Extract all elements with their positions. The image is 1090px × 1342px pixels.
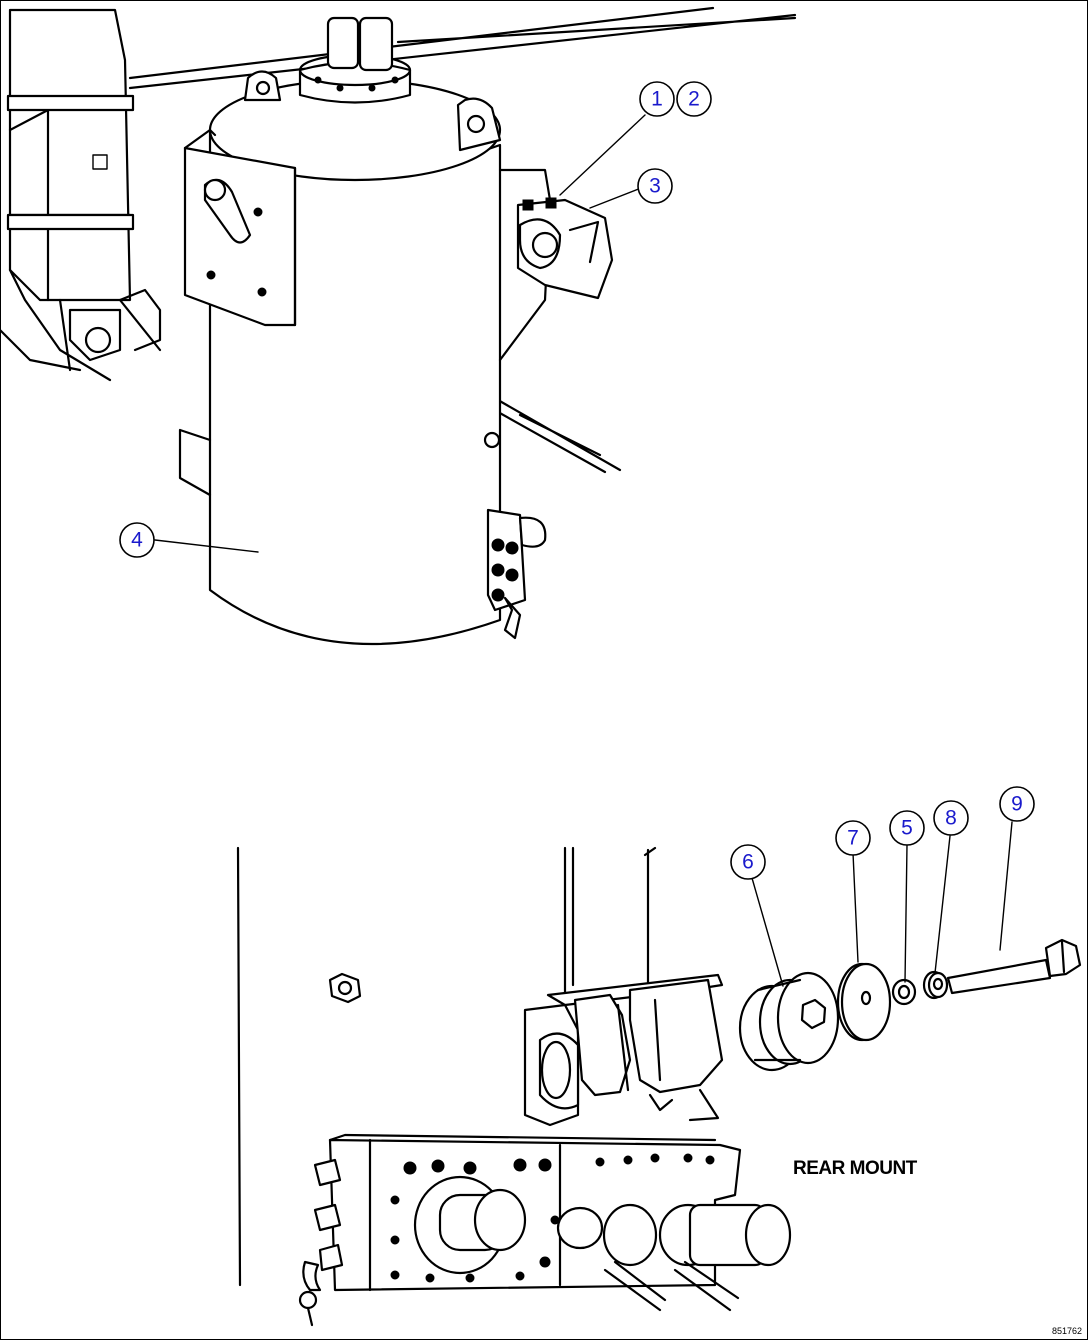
callout-7: 7 bbox=[835, 820, 871, 856]
rear-mount-caption: REAR MOUNT bbox=[793, 1158, 918, 1179]
pump-manifold-assembly bbox=[298, 1133, 792, 1327]
callout-5: 5 bbox=[889, 810, 925, 846]
lock-washer-part-8 bbox=[922, 970, 949, 1000]
callout-4: 4 bbox=[119, 522, 155, 558]
callout-9: 9 bbox=[999, 786, 1035, 822]
rear-mount-view bbox=[236, 821, 1082, 1327]
svg-text:9: 9 bbox=[1011, 793, 1023, 816]
lower-side-bracket bbox=[483, 431, 547, 640]
manifold-bolts bbox=[390, 1153, 715, 1283]
svg-text:4: 4 bbox=[131, 529, 143, 552]
washer-part-7 bbox=[836, 962, 892, 1042]
sight-gauge-panel bbox=[183, 128, 297, 327]
rubber-mount-part-6 bbox=[738, 971, 840, 1072]
figure-id: 851762 bbox=[1052, 1326, 1082, 1336]
svg-text:3: 3 bbox=[649, 175, 661, 198]
wall-nut bbox=[328, 972, 362, 1004]
bolt-part-9 bbox=[946, 938, 1082, 995]
svg-text:5: 5 bbox=[901, 817, 913, 840]
side-mount-bracket bbox=[498, 168, 614, 362]
callout-6: 6 bbox=[730, 844, 766, 880]
tank-cylinder bbox=[178, 16, 502, 646]
callout-3: 3 bbox=[637, 168, 673, 204]
rear-mount-bracket bbox=[523, 973, 724, 1127]
left-filter-canister bbox=[0, 8, 162, 382]
callout-8: 8 bbox=[933, 800, 969, 836]
svg-text:6: 6 bbox=[742, 851, 754, 874]
callout-1: 1 bbox=[639, 81, 675, 117]
svg-text:1: 1 bbox=[651, 88, 663, 111]
svg-text:7: 7 bbox=[847, 827, 859, 850]
top-assembly-view bbox=[0, 6, 797, 646]
callout-2: 2 bbox=[676, 81, 712, 117]
svg-text:2: 2 bbox=[688, 88, 700, 111]
washer-part-5 bbox=[891, 978, 917, 1006]
svg-text:8: 8 bbox=[945, 807, 957, 830]
